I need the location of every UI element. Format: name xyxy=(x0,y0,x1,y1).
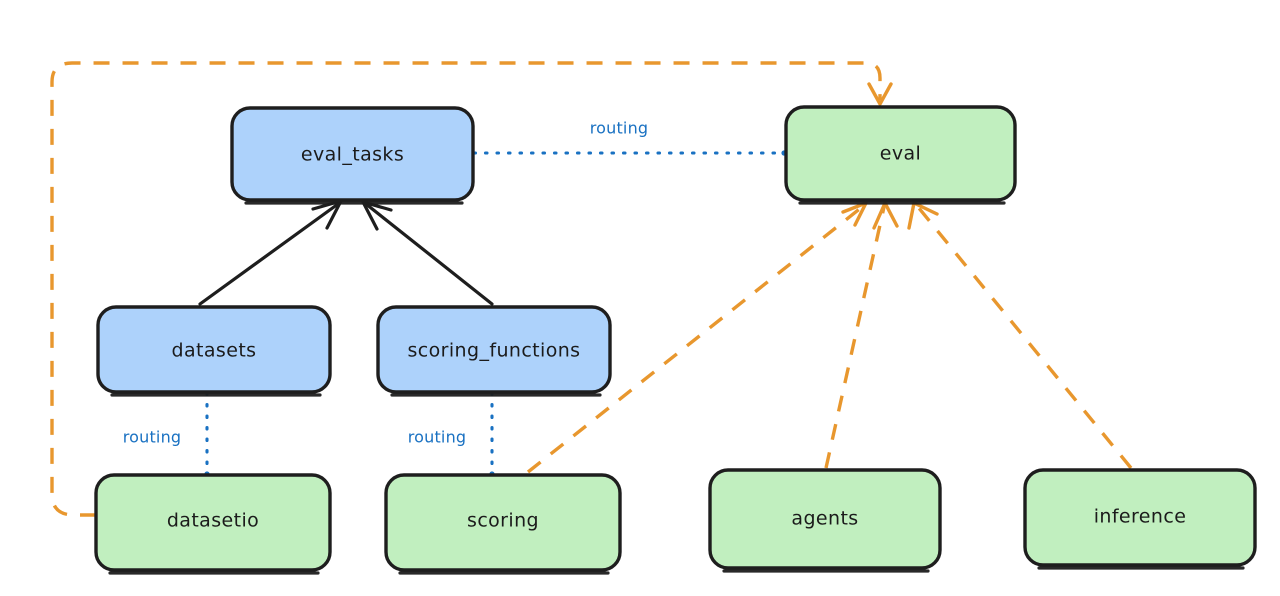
node-label-datasetio: datasetio xyxy=(167,510,259,532)
edge-path-agents-to-eval xyxy=(824,206,886,469)
node-scoring[interactable]: scoring xyxy=(384,473,622,575)
node-datasets[interactable]: datasets xyxy=(96,305,332,397)
node-rect-datasets[interactable] xyxy=(96,305,332,394)
arrow-head-datasetio-to-eval xyxy=(867,82,893,106)
edge-datasetio-to-eval xyxy=(50,61,893,517)
edge-path-datasetio-to-eval xyxy=(50,61,882,517)
node-label-agents: agents xyxy=(791,508,858,530)
node-rect-eval_tasks[interactable] xyxy=(230,106,475,202)
node-inference[interactable]: inference xyxy=(1023,468,1257,570)
edge-path-scoring-to-eval xyxy=(526,205,864,474)
node-scoring_functions[interactable]: scoring_functions xyxy=(376,305,612,397)
edge-inference-to-eval xyxy=(907,201,1133,470)
edge-path-inference-to-eval xyxy=(916,205,1133,470)
node-rect-agents[interactable] xyxy=(708,468,942,570)
node-rect-datasetio[interactable] xyxy=(94,473,332,572)
edge-datasets-to-eval_tasks xyxy=(198,199,343,306)
edge-label-group: routing routing routing xyxy=(123,119,649,447)
node-label-eval_tasks: eval_tasks xyxy=(301,144,404,166)
arrow-head-agents-to-eval xyxy=(872,201,899,230)
node-rect-inference[interactable] xyxy=(1023,468,1257,567)
node-agents[interactable]: agents xyxy=(708,468,942,573)
edge-scoring_functions-to-scoring xyxy=(489,391,495,477)
edge-path-datasets-to-eval_tasks xyxy=(198,202,340,306)
node-label-scoring: scoring xyxy=(467,510,539,532)
node-eval[interactable]: eval xyxy=(784,105,1017,205)
node-rect-eval[interactable] xyxy=(784,105,1017,202)
node-label-eval: eval xyxy=(880,143,921,165)
edge-label-routing-eval: routing xyxy=(590,119,649,138)
edge-scoring_functions-to-eval_tasks xyxy=(361,200,494,306)
node-eval_tasks[interactable]: eval_tasks xyxy=(230,106,475,205)
edge-datasets-to-datasetio xyxy=(204,391,210,477)
node-rect-scoring_functions[interactable] xyxy=(376,305,612,394)
edge-label-routing-datasetio: routing xyxy=(123,428,182,447)
node-label-inference: inference xyxy=(1094,506,1187,528)
node-label-datasets: datasets xyxy=(172,340,257,362)
node-rect-scoring[interactable] xyxy=(384,473,622,572)
node-label-scoring_functions: scoring_functions xyxy=(408,340,581,362)
node-datasetio[interactable]: datasetio xyxy=(94,473,332,575)
edge-path-scoring_functions-to-eval_tasks xyxy=(364,202,494,306)
edge-agents-to-eval xyxy=(824,201,899,469)
edge-label-routing-scoring: routing xyxy=(408,428,467,447)
edge-eval_tasks-to-eval xyxy=(472,150,788,156)
